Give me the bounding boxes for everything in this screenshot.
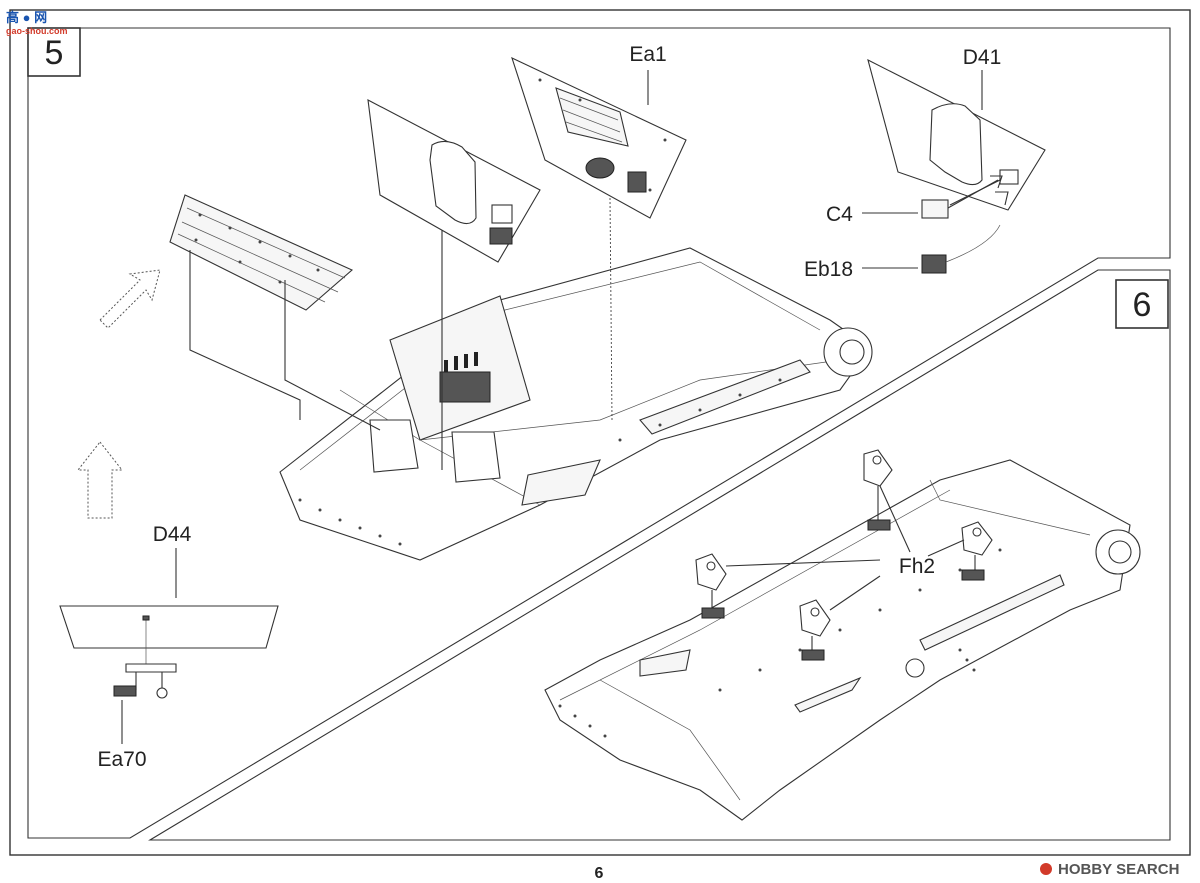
seat-right (451, 431, 501, 483)
bracket-fh2-d (799, 599, 831, 661)
side-panel-left (367, 99, 541, 263)
step6-frame (148, 269, 1171, 841)
hobby-search-logo-icon (1040, 863, 1052, 875)
label-d41: D41 (963, 46, 1002, 69)
hull-assembly-step5 (279, 247, 873, 561)
direction-arrow-up (76, 441, 124, 519)
watermark-top-left: 高 ● 网 gao-shou.com (6, 10, 68, 36)
leader-ea1-to-hull (609, 197, 613, 421)
watermark-sub: gao-shou.com (6, 26, 68, 36)
leader-fh2-4 (927, 539, 965, 557)
leader-deck-to-hull-2 (284, 280, 381, 431)
step5-frame (27, 27, 1171, 839)
bracket-fh2-c (695, 553, 727, 619)
leader-d41-to-c4 (949, 179, 1001, 206)
drive-sprocket-6 (1095, 529, 1141, 575)
label-eb18: Eb18 (804, 258, 853, 281)
hull-rivets-6 (558, 548, 1002, 738)
watermark-main: 高 ● 网 (6, 10, 47, 25)
leader-fh2-1 (725, 559, 881, 567)
leader-deck-to-hull (189, 250, 301, 420)
panel-ea1 (511, 56, 687, 219)
part-ea70 (113, 663, 177, 699)
panel-d41 (867, 58, 1046, 211)
part-d44 (59, 605, 279, 664)
bracket-fh2-b (961, 521, 993, 581)
watermark-hobby-search: HOBBY SEARCH (1058, 861, 1179, 878)
bracket-fh2-a (863, 449, 893, 531)
leader-fh2-2 (829, 575, 881, 611)
label-fh2: Fh2 (899, 555, 935, 578)
engine-deck-plate (169, 194, 354, 311)
watermark-bottom-right: HOBBY SEARCH (1040, 861, 1179, 878)
leader-fh2-3 (879, 485, 911, 553)
deck-rivets (194, 213, 320, 284)
ammo-rack (439, 352, 491, 403)
seat-left (369, 419, 419, 473)
outer-border (9, 9, 1191, 856)
label-ea70: Ea70 (97, 748, 146, 771)
part-eb18 (921, 191, 1009, 274)
step-5-number: 5 (45, 34, 64, 72)
hull-assembly-step6 (544, 459, 1141, 821)
page-number: 6 (595, 865, 604, 882)
label-d44: D44 (153, 523, 192, 546)
step-5-badge: 5 (27, 27, 81, 77)
drive-sprocket (823, 327, 873, 377)
step-6-badge: 6 (1115, 279, 1169, 329)
label-ea1: Ea1 (629, 43, 666, 66)
label-c4: C4 (826, 203, 853, 226)
direction-arrow-upright (99, 269, 161, 329)
hull-rivets (298, 378, 782, 546)
step-6-number: 6 (1133, 286, 1152, 324)
